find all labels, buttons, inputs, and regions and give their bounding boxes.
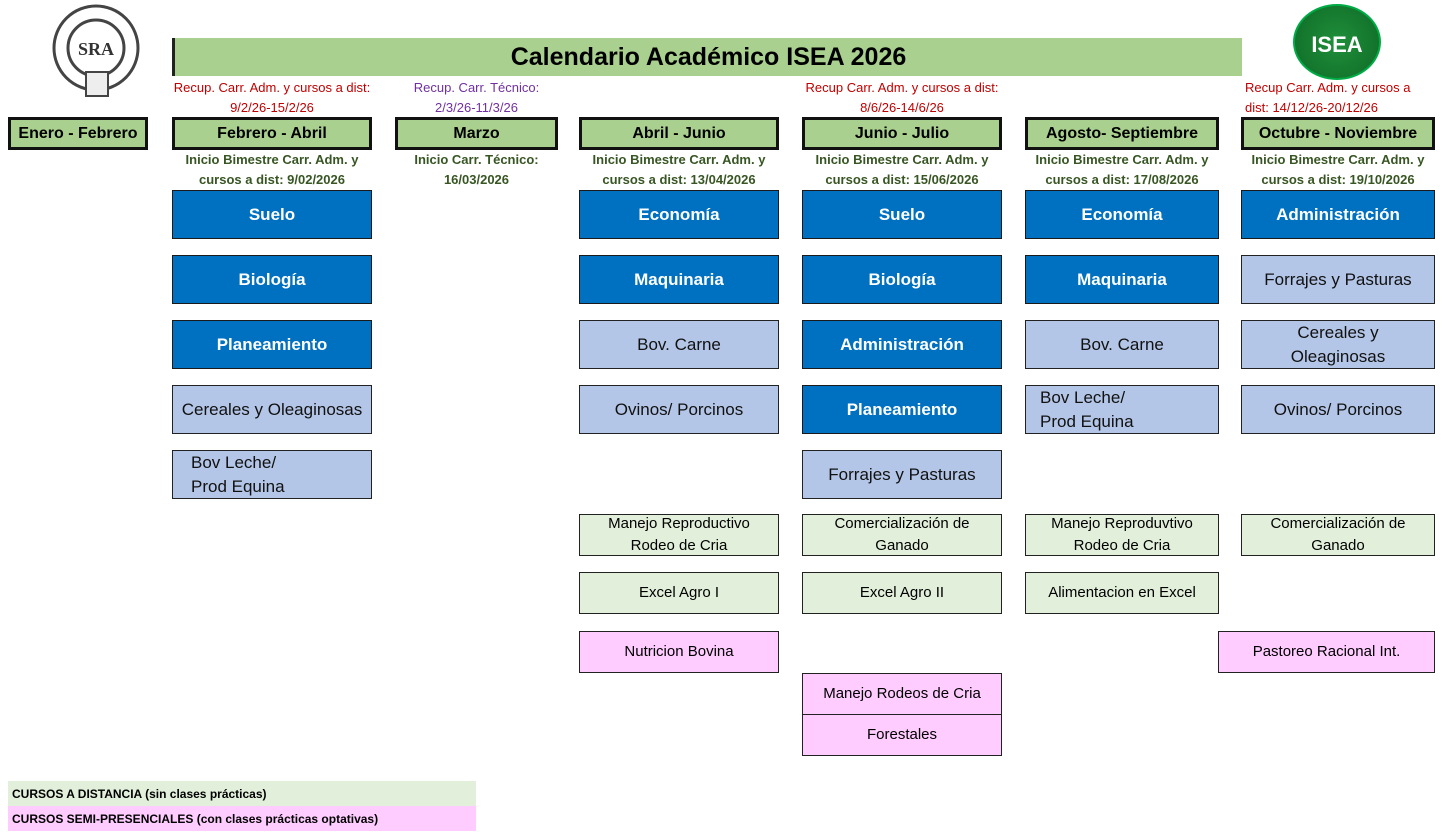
start-note: Inicio Carr. Técnico: 16/03/2026 (414, 152, 539, 187)
start-note: Inicio Bimestre Carr. Adm. y cursos a di… (1251, 152, 1425, 187)
course-box: Comercialización de Ganado (802, 514, 1002, 556)
course-box: Economía (1025, 190, 1219, 239)
course-box: Biología (172, 255, 372, 304)
course-box: Bov Leche/ Prod Equina (1025, 385, 1219, 434)
course-box: Pastoreo Racional Int. (1218, 631, 1435, 673)
course-box: Bov. Carne (1025, 320, 1219, 369)
start-note: Inicio Bimestre Carr. Adm. y cursos a di… (185, 152, 359, 187)
start-note: Inicio Bimestre Carr. Adm. y cursos a di… (815, 152, 989, 187)
legend-distance: CURSOS A DISTANCIA (sin clases prácticas… (8, 781, 476, 806)
course-box: Suelo (802, 190, 1002, 239)
course-box: Manejo Reproductivo Rodeo de Cria (579, 514, 779, 556)
course-box: Manejo Reproduvtivo Rodeo de Cria (1025, 514, 1219, 556)
isea-logo: ISEA (1293, 4, 1381, 80)
course-box: Manejo Rodeos de Cria (802, 673, 1002, 715)
course-box: Forrajes y Pasturas (1241, 255, 1435, 304)
course-box: Ovinos/ Porcinos (1241, 385, 1435, 434)
course-box: Forestales (802, 714, 1002, 756)
course-box: Excel Agro II (802, 572, 1002, 614)
recup-note: Recup Carr. Adm. y cursos a dist: 14/12/… (1245, 80, 1411, 115)
course-box: Cereales y Oleaginosas (172, 385, 372, 434)
course-box: Planeamiento (802, 385, 1002, 434)
period-header: Octubre - Noviembre (1241, 117, 1435, 150)
course-box: Ovinos/ Porcinos (579, 385, 779, 434)
course-box: Cereales y Oleaginosas (1241, 320, 1435, 369)
course-box: Alimentacion en Excel (1025, 572, 1219, 614)
start-note: Inicio Bimestre Carr. Adm. y cursos a di… (1035, 152, 1209, 187)
start-note: Inicio Bimestre Carr. Adm. y cursos a di… (592, 152, 766, 187)
course-box: Forrajes y Pasturas (802, 450, 1002, 499)
course-box: Bov. Carne (579, 320, 779, 369)
course-box: Biología (802, 255, 1002, 304)
period-header: Marzo (395, 117, 558, 150)
course-box: Administración (802, 320, 1002, 369)
page-title: Calendario Académico ISEA 2026 (172, 38, 1242, 76)
course-box: Nutricion Bovina (579, 631, 779, 673)
course-box: Maquinaria (579, 255, 779, 304)
period-header: Agosto- Septiembre (1025, 117, 1219, 150)
course-box: Economía (579, 190, 779, 239)
course-box: Maquinaria (1025, 255, 1219, 304)
recup-note: Recup. Carr. Adm. y cursos a dist: 9/2/2… (173, 80, 371, 115)
period-header: Febrero - Abril (172, 117, 372, 150)
course-box: Administración (1241, 190, 1435, 239)
period-header: Abril - Junio (579, 117, 779, 150)
period-header: Junio - Julio (802, 117, 1002, 150)
svg-text:SRA: SRA (78, 39, 114, 59)
course-box: Excel Agro I (579, 572, 779, 614)
course-box: Planeamiento (172, 320, 372, 369)
course-box: Bov Leche/ Prod Equina (172, 450, 372, 499)
legend-semi-presencial: CURSOS SEMI-PRESENCIALES (con clases prá… (8, 806, 476, 831)
course-box: Comercialización de Ganado (1241, 514, 1435, 556)
course-box: Suelo (172, 190, 372, 239)
recup-note: Recup Carr. Adm. y cursos a dist: 8/6/26… (805, 80, 999, 115)
recup-note: Recup. Carr. Técnico: 2/3/26-11/3/26 (413, 80, 540, 115)
sra-logo: SRA (50, 4, 146, 98)
period-header: Enero - Febrero (8, 117, 148, 150)
